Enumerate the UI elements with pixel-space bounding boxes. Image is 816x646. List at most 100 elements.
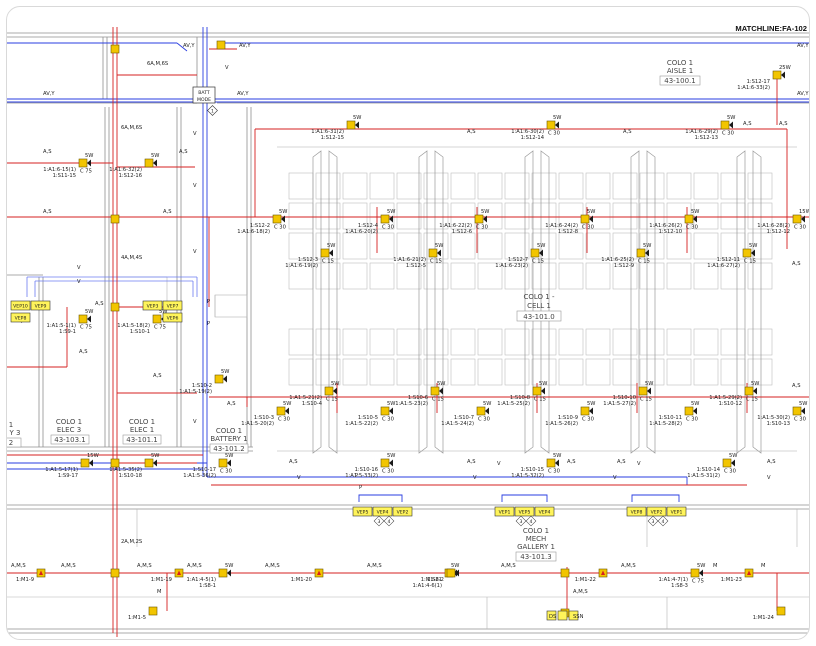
speaker-strobe-icon[interactable]	[580, 214, 593, 224]
vep-module[interactable]: VEP4	[372, 506, 393, 517]
speaker-strobe-icon[interactable]	[684, 214, 697, 224]
speaker-strobe-icon[interactable]	[530, 248, 543, 258]
speaker-strobe-icon[interactable]	[742, 248, 755, 258]
speaker-strobe-icon[interactable]	[218, 568, 231, 578]
horn-strobe-icon[interactable]	[174, 568, 184, 578]
end-of-line-box-icon[interactable]	[148, 606, 158, 616]
vep-module[interactable]: VEP7	[162, 300, 183, 311]
circuit-label: A,M,S	[137, 563, 152, 569]
speaker-strobe-icon[interactable]	[532, 386, 545, 396]
junction-box-icon[interactable]	[110, 302, 120, 312]
vep-module[interactable]: VEP5	[352, 506, 373, 517]
speaker-strobe-icon[interactable]	[722, 458, 735, 468]
rack	[612, 232, 638, 260]
speaker-strobe-icon[interactable]	[792, 406, 805, 416]
circuit-label: M	[713, 563, 717, 569]
vep-module[interactable]: VEP1	[494, 506, 515, 517]
module-body	[142, 300, 163, 311]
rack	[396, 202, 422, 230]
speaker-strobe-icon[interactable]	[324, 386, 337, 396]
speaker-strobe-icon[interactable]	[320, 248, 333, 258]
speaker-strobe-icon[interactable]	[144, 458, 157, 468]
speaker-strobe-icon[interactable]	[546, 458, 559, 468]
bottom-tags: DS SSN	[546, 610, 584, 621]
speaker-strobe-icon[interactable]	[214, 374, 227, 384]
room-name: COLO 1	[129, 418, 155, 426]
end-of-line-box-icon[interactable]	[776, 606, 786, 616]
speaker-strobe-icon[interactable]	[272, 214, 285, 224]
junction-box-icon[interactable]	[110, 44, 120, 54]
speaker-strobe-icon[interactable]	[380, 214, 393, 224]
speaker-strobe-icon[interactable]	[792, 214, 805, 224]
speaker-strobe-icon[interactable]	[744, 386, 757, 396]
speaker-strobe-icon[interactable]	[546, 120, 559, 130]
speaker-strobe-icon[interactable]	[78, 158, 91, 168]
speaker-strobe-icon[interactable]	[474, 214, 487, 224]
horn-strobe-icon[interactable]	[744, 568, 754, 578]
room-label-elec3: COLO 1 ELEC 3 43-103.1	[50, 418, 90, 445]
speaker-strobe-icon[interactable]	[346, 120, 359, 130]
vep-module[interactable]: VEP6	[162, 312, 183, 323]
circuit-label: V	[637, 461, 641, 467]
junction-box-icon[interactable]	[110, 458, 120, 468]
horn-strobe-icon[interactable]	[36, 568, 46, 578]
room-number: 43-101.0	[523, 313, 554, 321]
speaker-strobe-icon[interactable]	[476, 406, 489, 416]
circuit-label: AV,Y	[183, 43, 195, 49]
rack	[288, 172, 314, 200]
speaker-strobe-icon[interactable]	[690, 568, 703, 578]
speaker-strobe-icon[interactable]	[144, 158, 157, 168]
vep-module[interactable]: VEP5	[514, 506, 535, 517]
vep-module[interactable]: VEP4	[534, 506, 555, 517]
circuit-label: V	[613, 475, 617, 481]
vep-module[interactable]: VEP8	[626, 506, 647, 517]
junction-box-icon[interactable]	[110, 214, 120, 224]
room-number: 43-101.1	[126, 436, 157, 444]
speaker-strobe-icon[interactable]	[80, 458, 93, 468]
vep-module[interactable]: VEP1	[666, 506, 687, 517]
device-tag: 1:S9-1	[59, 329, 76, 335]
batt-mode-panel[interactable]: BATT MODE 1	[192, 86, 218, 116]
hot-aisle-containment	[277, 146, 797, 454]
device-tag: 1:S10-9	[558, 415, 578, 421]
speaker-strobe-icon[interactable]	[430, 386, 443, 396]
vep-module[interactable]: VEP2	[392, 506, 413, 517]
speaker-strobe-icon[interactable]	[580, 406, 593, 416]
junction-box-icon[interactable]	[110, 568, 120, 578]
junction-box-icon[interactable]	[216, 40, 226, 50]
device-tag: 1:A1:5-19(2)	[179, 389, 212, 395]
vep-module[interactable]: VEP9	[30, 300, 51, 311]
speaker-cone	[647, 387, 651, 395]
speaker-cone	[731, 459, 735, 467]
vep-module[interactable]: VEP8	[10, 312, 31, 323]
wattage-label: 5W	[387, 401, 395, 407]
speaker-strobe-icon[interactable]	[78, 314, 91, 324]
circuit-label: V	[297, 475, 301, 481]
speaker-strobe-icon[interactable]	[636, 248, 649, 258]
speaker-strobe-icon[interactable]	[380, 406, 393, 416]
vep-module[interactable]: VEP3	[142, 300, 163, 311]
circuit-label: 2A,M,2S	[121, 539, 142, 545]
speaker-strobe-icon[interactable]	[638, 386, 651, 396]
speaker-strobe-icon[interactable]	[684, 406, 697, 416]
speaker-strobe-icon[interactable]	[772, 70, 785, 80]
speaker-strobe-icon[interactable]	[380, 458, 393, 468]
wattage-label: 5W	[435, 243, 443, 249]
speaker-strobe-icon[interactable]	[720, 120, 733, 130]
speaker-strobe-icon[interactable]	[428, 248, 441, 258]
junction-box-icon[interactable]	[560, 568, 570, 578]
speaker-strobe-icon[interactable]	[276, 406, 289, 416]
vep-module[interactable]: VEP2	[646, 506, 667, 517]
device-tag: 1:A1:5-17(1)	[45, 467, 78, 473]
circuit-label: A,S	[43, 149, 52, 155]
rack	[396, 172, 422, 200]
wattage-label: 5W	[151, 453, 159, 459]
speaker-strobe-icon[interactable]	[218, 458, 231, 468]
horn-strobe-icon[interactable]	[314, 568, 324, 578]
device-tag: 1:A1:5-33(2)	[345, 473, 378, 479]
device-tag: 1:S12-6	[452, 229, 472, 235]
vep-module[interactable]: VEP10	[10, 300, 31, 311]
svg-text:3: 3	[378, 519, 381, 525]
horn-strobe-icon[interactable]	[598, 568, 608, 578]
speaker-strobe-icon[interactable]	[446, 568, 459, 578]
